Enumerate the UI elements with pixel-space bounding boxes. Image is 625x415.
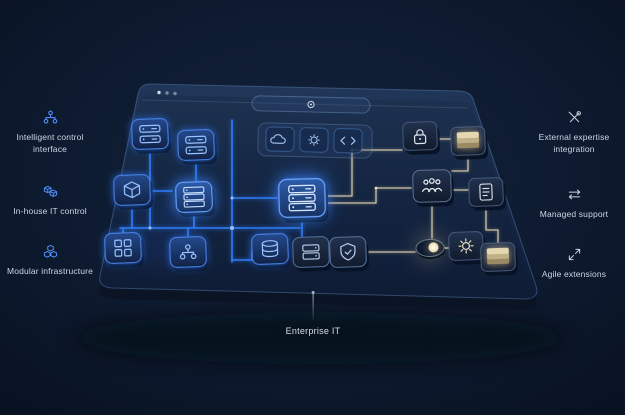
crossed-tools-icon (568, 111, 581, 123)
enterprise-it-caption: Enterprise IT (286, 291, 341, 336)
window-controls (157, 90, 177, 96)
gear-icon (458, 238, 474, 254)
diagonal-expand-arrows-icon (568, 248, 580, 261)
node-network (169, 236, 209, 272)
blue-junctions (148, 196, 234, 230)
warm-wires (325, 138, 499, 253)
team-icon (422, 178, 443, 193)
node-server-stack (175, 181, 215, 217)
code-icon (340, 136, 356, 145)
pointer-line (312, 294, 314, 320)
card-stack-icon (456, 131, 480, 149)
node-team (412, 169, 454, 207)
document-icon (479, 183, 493, 201)
node-shield (329, 236, 369, 272)
node-database (251, 233, 291, 269)
header-divider (141, 99, 469, 109)
caption-label: Enterprise IT (285, 326, 341, 336)
code-button (333, 128, 363, 154)
left-right-arrows-icon (568, 189, 580, 200)
feature-external-expertise-integration: External expertise integration (524, 110, 624, 156)
node-lock (402, 121, 440, 155)
cube-stack-icon (43, 185, 57, 197)
cloud-button (265, 126, 295, 152)
gear-icon (307, 100, 315, 109)
node-toggle (415, 238, 446, 259)
cube-icon (123, 181, 141, 199)
node-card-stack-a (450, 126, 488, 160)
database-icon (261, 240, 279, 258)
cloud-icon (270, 134, 286, 144)
node-cube (113, 174, 153, 210)
lock-icon (413, 129, 427, 145)
storage-icon (302, 244, 320, 260)
modular-cubes-icon (43, 244, 57, 258)
node-core-server (278, 178, 329, 223)
feature-label: Managed support (539, 209, 609, 219)
node-server-a (131, 118, 171, 154)
core-server-icon (288, 184, 316, 212)
feature-label: Modular infrastructure (7, 266, 93, 276)
quick-actions-tray (257, 122, 373, 159)
feature-label: Intelligent control interface (16, 132, 84, 154)
board-shadow (75, 312, 565, 364)
hierarchy-icon (43, 110, 57, 124)
pointer-dot (311, 291, 315, 294)
feature-intelligent-control-interface: Intelligent control interface (0, 110, 100, 156)
feature-label: Agile extensions (541, 269, 607, 279)
network-tree-icon (179, 244, 197, 260)
apps-grid-icon (114, 239, 132, 257)
top-toolbar (251, 95, 371, 114)
node-storage (292, 236, 332, 272)
node-card-stack-b (480, 242, 518, 276)
node-apps (104, 232, 144, 268)
node-gear (448, 231, 486, 265)
feature-in-house-it-control: In-house IT control (0, 184, 100, 218)
shield-icon (340, 242, 356, 261)
server-icon (139, 124, 161, 144)
card-stack-icon (486, 247, 510, 265)
server-stack-icon (183, 186, 205, 208)
feature-managed-support: Managed support (524, 187, 624, 221)
feature-label: In-house IT control (13, 206, 87, 216)
node-server-b (177, 129, 217, 165)
gear-button (299, 127, 329, 153)
gear-icon (308, 134, 320, 146)
feature-modular-infrastructure: Modular infrastructure (0, 244, 100, 278)
server-icon (185, 135, 207, 155)
node-document (468, 177, 506, 211)
feature-label: External expertise integration (538, 132, 610, 154)
feature-agile-extensions: Agile extensions (524, 247, 624, 281)
